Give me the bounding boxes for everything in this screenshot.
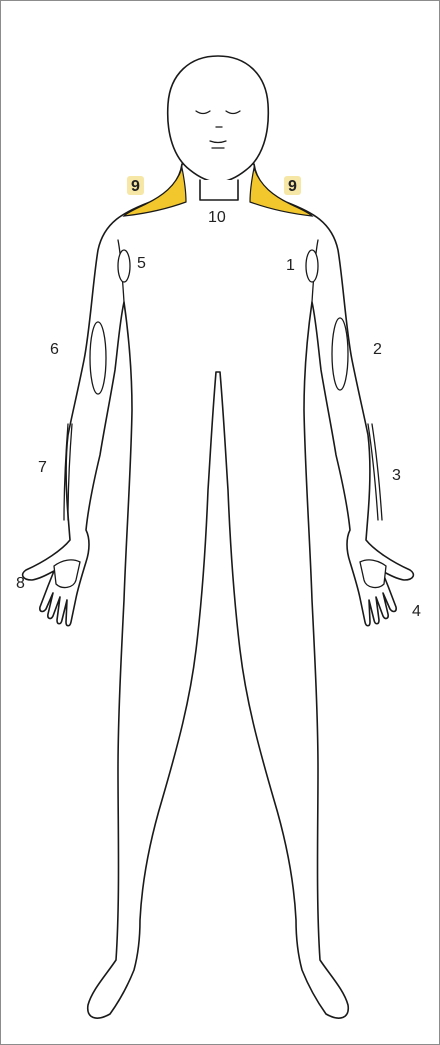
label-site-4: 4 (412, 603, 421, 620)
site-10-neck-patch (200, 180, 238, 200)
site-5-left-deltoid (118, 250, 130, 282)
label-site-9-left: 9 (131, 178, 140, 195)
site-1-right-deltoid (306, 250, 318, 282)
label-site-2: 2 (373, 341, 382, 358)
label-site-1: 1 (286, 257, 295, 274)
head-outline (168, 56, 269, 182)
label-site-6: 6 (50, 341, 59, 358)
label-site-7: 7 (38, 459, 47, 476)
site-2-right-upper-arm (332, 318, 348, 390)
site-6-left-upper-arm (90, 322, 106, 394)
label-site-5: 5 (137, 255, 146, 272)
label-site-10: 10 (208, 209, 226, 226)
label-site-9-right: 9 (288, 178, 297, 195)
body-outline (23, 164, 414, 1018)
label-site-3: 3 (392, 467, 401, 484)
label-site-8: 8 (16, 575, 25, 592)
